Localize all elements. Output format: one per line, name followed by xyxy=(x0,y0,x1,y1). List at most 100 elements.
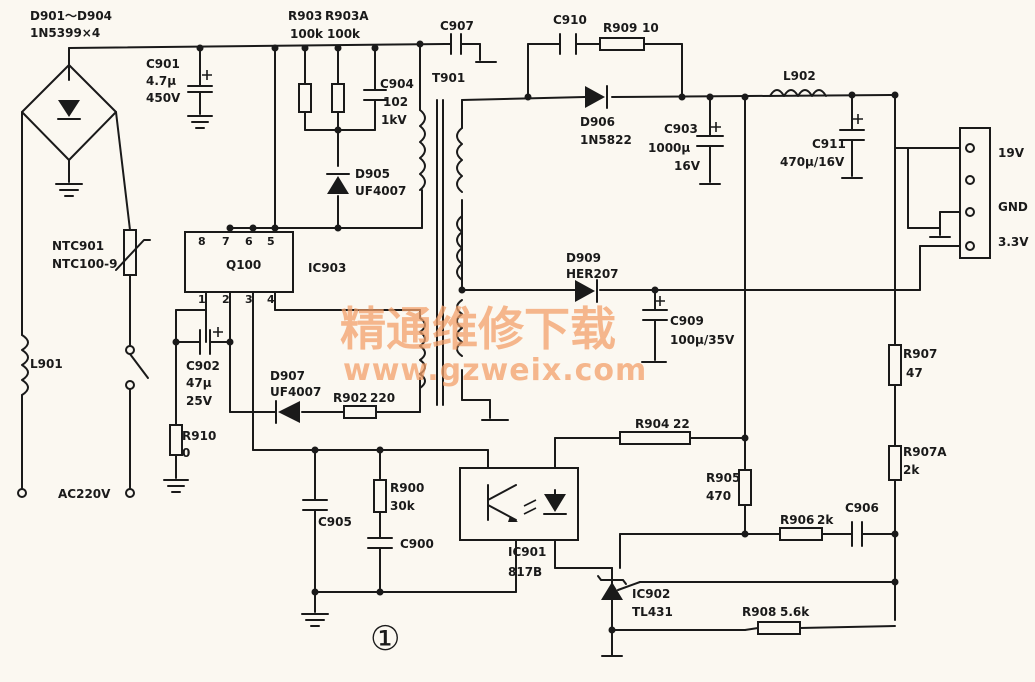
label-r900: R900 xyxy=(390,481,424,495)
label-l902: L902 xyxy=(783,69,816,83)
capacitor-c905 xyxy=(302,499,328,511)
label-c902-val1: 47μ xyxy=(186,376,212,390)
diode-d909 xyxy=(575,279,598,303)
label-pin1: 1 xyxy=(198,293,206,306)
label-r902: R902 xyxy=(333,391,367,405)
label-ic902: IC902 xyxy=(632,587,670,601)
resistor-r903a xyxy=(331,83,345,113)
optocoupler-ic901 xyxy=(459,467,579,541)
label-r907a: R907A xyxy=(903,445,947,459)
label-r903: R903 xyxy=(288,9,322,23)
capacitor-c907 xyxy=(450,33,462,55)
resistor-r909 xyxy=(599,37,645,51)
thermistor-ntc901 xyxy=(115,229,151,276)
label-r909: R909 xyxy=(603,21,637,35)
label-pin3: 3 xyxy=(245,293,253,306)
label-c902-val2: 25V xyxy=(186,394,213,408)
label-pin4: 4 xyxy=(267,293,275,306)
label-pin8: 8 xyxy=(198,235,206,248)
shunt-regulator-ic902 xyxy=(597,567,641,621)
label-ntc901-part: NTC100-9 xyxy=(52,257,117,271)
inductor-l902 xyxy=(769,89,827,97)
label-c903: C903 xyxy=(664,122,698,136)
label-c900: C900 xyxy=(400,537,434,551)
watermark-cn-text: 精通维修下载 xyxy=(340,302,616,356)
label-c904-val1: 102 xyxy=(383,95,408,109)
capacitor-c910 xyxy=(559,33,577,55)
label-q100: Q100 xyxy=(226,258,261,272)
label-ntc901: NTC901 xyxy=(52,239,104,253)
label-r905-val: 470 xyxy=(706,489,731,503)
label-c903-val1: 1000μ xyxy=(648,141,690,155)
label-r907-val: 47 xyxy=(906,366,923,380)
label-c909-val: 100μ/35V xyxy=(670,333,735,347)
label-c903-val2: 16V xyxy=(674,159,701,173)
label-r904-val: 22 xyxy=(673,417,690,431)
label-c902: C902 xyxy=(186,359,220,373)
label-c907: C907 xyxy=(440,19,474,33)
resistor-r902 xyxy=(343,405,377,419)
diode-d907 xyxy=(275,400,300,424)
ic903-q100 xyxy=(184,231,294,293)
watermark-url-text: www.gzweix.com xyxy=(343,353,647,388)
label-pin2: 2 xyxy=(222,293,230,306)
diode-d905 xyxy=(326,173,350,194)
label-19v: 19V xyxy=(998,146,1025,160)
label-d905-part: UF4007 xyxy=(355,184,406,198)
resistor-r904 xyxy=(619,431,691,445)
label-ic901-part: 817B xyxy=(508,565,542,579)
label-c909: C909 xyxy=(670,314,704,328)
label-t901: T901 xyxy=(432,71,465,85)
label-c910: C910 xyxy=(553,13,587,27)
label-r908-val: 5.6k xyxy=(780,605,810,619)
label-d901-904: D901～D904 xyxy=(30,9,112,23)
label-r905: R905 xyxy=(706,471,740,485)
label-r902-val: 220 xyxy=(370,391,395,405)
power-switch xyxy=(125,345,149,390)
label-d909: D909 xyxy=(566,251,601,265)
label-c911-val: 470μ/16V xyxy=(780,155,845,169)
label-ic903: IC903 xyxy=(308,261,346,275)
label-ic901: IC901 xyxy=(508,545,546,559)
label-r907a-val: 2k xyxy=(903,463,920,477)
label-ac220v: AC220V xyxy=(58,487,111,501)
label-d906: D906 xyxy=(580,115,615,129)
label-gnd: GND xyxy=(998,200,1028,214)
label-d907-part: UF4007 xyxy=(270,385,321,399)
label-c905: C905 xyxy=(318,515,352,529)
bridge-rectifier xyxy=(21,64,117,161)
resistor-r907a xyxy=(888,445,902,481)
label-d901-904-part: 1N5399×4 xyxy=(30,26,100,40)
label-c911: C911 xyxy=(812,137,846,151)
label-l901: L901 xyxy=(30,357,63,371)
resistor-r906 xyxy=(779,527,823,541)
watermark: 精通维修下载 www.gzweix.com xyxy=(340,302,647,388)
label-r903-val: 100k xyxy=(290,27,324,41)
capacitor-c901 xyxy=(187,70,213,93)
label-d906-part: 1N5822 xyxy=(580,133,632,147)
label-c904-val2: 1kV xyxy=(381,113,407,127)
label-r903a-val: 100k xyxy=(327,27,361,41)
label-r904: R904 xyxy=(635,417,669,431)
output-connector xyxy=(959,127,991,259)
component-labels: D901～D904 1N5399×4 C901 4.7μ 450V R903 R… xyxy=(30,9,1029,659)
label-pin5: 5 xyxy=(267,235,275,248)
transformer-t901 xyxy=(419,99,463,406)
label-c904: C904 xyxy=(380,77,414,91)
inductor-l901 xyxy=(21,334,29,396)
ground-symbols xyxy=(55,61,951,657)
capacitor-c909 xyxy=(642,296,668,321)
label-d909-part: HER207 xyxy=(566,267,619,281)
resistor-r903 xyxy=(298,83,312,113)
label-r910-val: 0 xyxy=(182,446,190,460)
capacitor-c911 xyxy=(839,114,865,141)
label-c901-val2: 450V xyxy=(146,91,181,105)
label-r907: R907 xyxy=(903,347,937,361)
junction-dots xyxy=(172,40,899,634)
wires xyxy=(21,43,966,656)
label-d907: D907 xyxy=(270,369,305,383)
label-c901-val1: 4.7μ xyxy=(146,74,176,88)
label-r906-val: 2k xyxy=(817,513,834,527)
